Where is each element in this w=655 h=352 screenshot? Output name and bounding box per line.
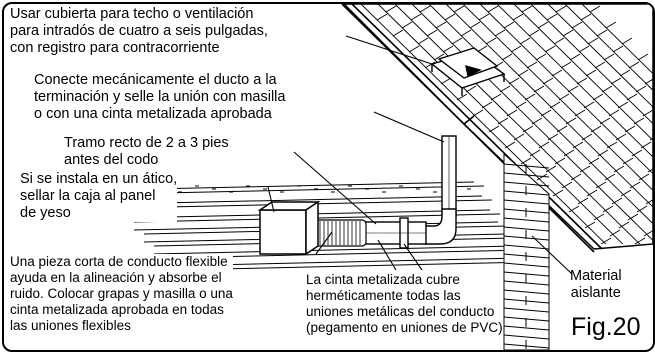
insulation-callout: Material aislante: [570, 268, 622, 301]
attic-callout: Si se instala en un ático, sellar la caj…: [20, 171, 178, 222]
duct-elbow: [423, 208, 457, 245]
fan-housing-box: [257, 200, 321, 256]
figure-label: Fig.20: [571, 313, 641, 341]
foil-tape-callout: La cinta metalizada cubre herméticamente…: [306, 272, 503, 336]
roof-shingles: [342, 4, 653, 250]
straight-run-callout: Tramo recto de 2 a 3 pies antes del codo: [64, 135, 229, 169]
roof-vent-cap: [430, 47, 506, 96]
flex-piece-callout: Una pieza corta de conducto flexible ayu…: [10, 254, 233, 334]
connect-duct-callout: Conecte mecánicamente el ducto a la term…: [34, 72, 286, 123]
vertical-duct: [441, 135, 457, 217]
exterior-wall-siding: [503, 152, 550, 350]
roof-edge: [341, 4, 603, 253]
horizontal-duct: [363, 217, 427, 249]
installation-illustration: [103, 4, 653, 350]
callout-leaders: [267, 35, 573, 275]
roof-cap-callout: Usar cubierta para techo o ventilación p…: [10, 6, 268, 57]
